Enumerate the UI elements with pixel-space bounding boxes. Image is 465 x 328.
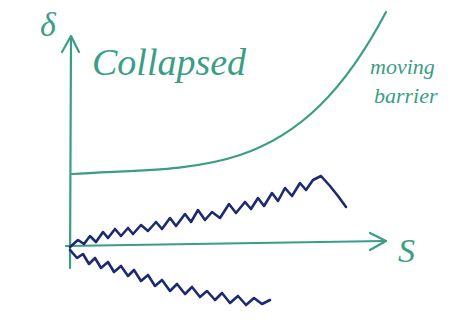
random-walk-upper bbox=[70, 176, 346, 247]
x-axis bbox=[66, 241, 384, 246]
axis-label: S bbox=[398, 232, 415, 269]
barrier-label: barrier bbox=[374, 84, 438, 108]
y-axis-arrowhead bbox=[62, 36, 79, 52]
x-axis-arrowhead bbox=[370, 233, 386, 250]
region-label: Collapsed bbox=[92, 42, 246, 84]
axis-label: δ bbox=[40, 6, 56, 43]
random-walk-lower bbox=[70, 250, 270, 305]
barrier-label: moving bbox=[370, 55, 435, 79]
barrier-curve bbox=[72, 12, 386, 174]
y-axis bbox=[70, 38, 71, 268]
